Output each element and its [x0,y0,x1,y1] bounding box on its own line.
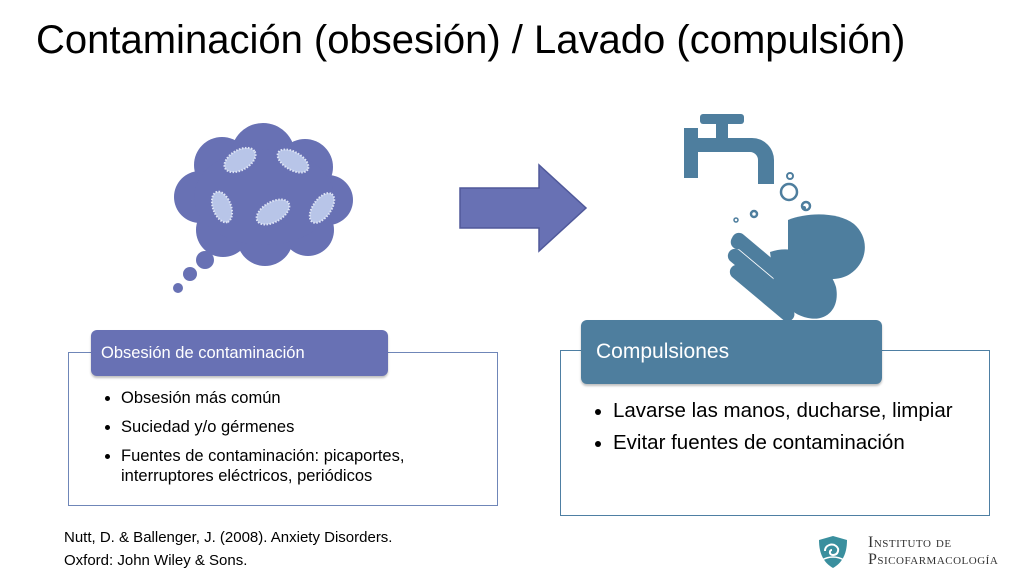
citation: Nutt, D. & Ballenger, J. (2008). Anxiety… [64,526,392,572]
slide-title: Contaminación (obsesión) / Lavado (compu… [36,18,906,62]
obsession-heading: Obsesión de contaminación [91,330,388,376]
list-item: Fuentes de contaminación: picaportes, in… [104,446,484,486]
citation-line-2: Oxford: John Wiley & Sons. [64,552,248,569]
right-arrow-icon [459,163,588,253]
compulsion-list: Lavarse las manos, ducharse, limpiar Evi… [594,398,979,462]
germ-3 [210,190,234,224]
shield-logo-icon [819,536,847,568]
institute-logo-text: Instituto de Psicofarmacología [868,534,998,568]
citation-line-1: Nutt, D. & Ballenger, J. (2008). Anxiety… [64,529,393,546]
logo-line-1: Instituto de [868,534,952,551]
list-item: Suciedad y/o gérmenes [104,417,484,437]
germ-5 [308,192,336,224]
germ-1 [223,146,257,174]
list-item: Evitar fuentes de contaminación [594,430,979,456]
obsession-list: Obsesión más común Suciedad y/o gérmenes… [104,388,484,495]
hand-washing-icon [684,114,865,322]
germ-4 [255,198,291,226]
list-item: Lavarse las manos, ducharse, limpiar [594,398,979,424]
thought-cloud-germs-icon [173,123,353,293]
list-item: Obsesión más común [104,388,484,408]
logo-line-2: Psicofarmacología [868,551,999,568]
compulsion-heading: Compulsiones [581,320,882,384]
